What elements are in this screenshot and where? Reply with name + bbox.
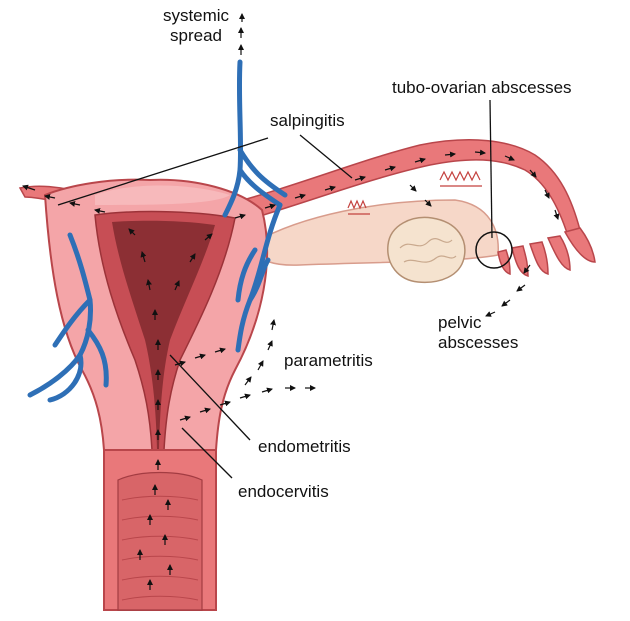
label-tubo-ovarian-abscesses: tubo-ovarian abscesses xyxy=(392,78,572,97)
leader-lines xyxy=(57,99,493,479)
leader-tubo-ovarian xyxy=(489,99,493,239)
label-systemic-spread: systemic spread xyxy=(150,6,242,46)
tubo-ovarian-highlight-circle xyxy=(475,231,513,269)
fundus xyxy=(95,185,230,205)
label-systemic-spread-line1: systemic xyxy=(162,6,230,25)
leader-endometritis xyxy=(169,354,251,441)
leader-endocervitis xyxy=(181,427,233,479)
blood-vessels xyxy=(27,59,288,403)
label-parametritis: parametritis xyxy=(284,351,373,370)
tubo-ovarian-abscess-marks xyxy=(347,170,482,215)
label-pelvic-abscesses-line1: pelvic xyxy=(438,313,482,332)
label-endocervitis: endocervitis xyxy=(238,482,329,501)
leader-salpingitis-left xyxy=(57,137,269,206)
vaginal-canal xyxy=(117,471,203,611)
label-pelvic-abscesses: pelvic abscesses xyxy=(438,313,518,353)
vaginal-rugae xyxy=(121,495,199,601)
label-pelvic-abscesses-line2: abscesses xyxy=(438,333,519,352)
ovary-texture xyxy=(399,238,457,263)
uterine-cavity xyxy=(112,220,215,450)
label-salpingitis: salpingitis xyxy=(270,111,345,130)
spread-arrows xyxy=(22,13,560,590)
ovary xyxy=(387,216,466,284)
label-systemic-spread-line2: spread xyxy=(170,26,222,45)
fimbriae xyxy=(497,227,596,277)
leader-salpingitis-right xyxy=(299,134,353,179)
label-endometritis: endometritis xyxy=(258,437,351,456)
